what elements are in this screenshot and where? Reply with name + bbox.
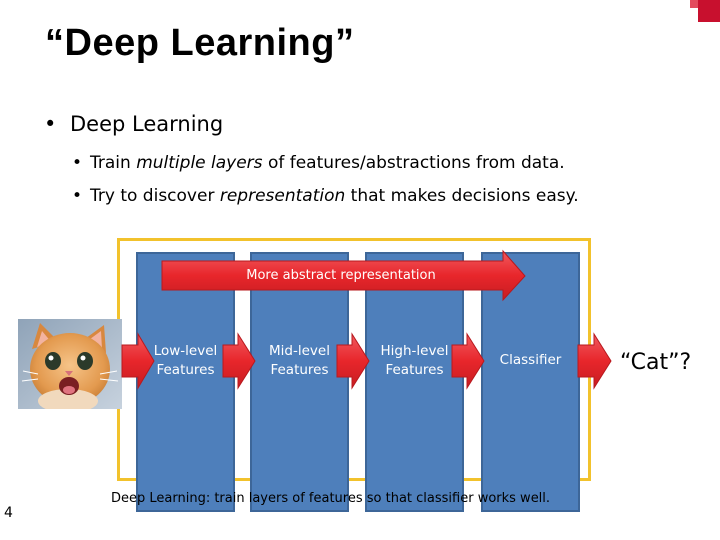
bullet-dot: •: [72, 153, 90, 173]
diagram-caption: Deep Learning: train layers of features …: [111, 491, 550, 506]
bullet-text-emphasis: representation: [220, 186, 345, 206]
stage-label-line: Features: [136, 361, 235, 380]
bullet-level1-text: Deep Learning: [70, 112, 223, 136]
bullet-dot: •: [44, 112, 70, 136]
bullet-text-emphasis: multiple layers: [136, 153, 262, 173]
slide-number: 4: [4, 505, 13, 521]
stage-label-low-level: Low-level Features: [136, 342, 235, 380]
bullet-text-after: that makes decisions easy.: [345, 186, 578, 206]
bullet-level1: •Deep Learning: [44, 112, 223, 136]
stage-label-line: Mid-level: [250, 342, 349, 361]
output-label: “Cat”?: [620, 350, 691, 375]
stage-label-line: Classifier: [481, 351, 580, 370]
corner-decoration: [690, 0, 720, 30]
bullet-level2-1: •Train multiple layers of features/abstr…: [72, 153, 565, 173]
stage-label-line: Features: [250, 361, 349, 380]
bullet-level2-2: •Try to discover representation that mak…: [72, 186, 579, 206]
stage-label-line: Low-level: [136, 342, 235, 361]
kitten-photo: [18, 319, 122, 409]
bullet-text-before: Train: [90, 153, 136, 173]
bullet-text-before: Try to discover: [90, 186, 220, 206]
bullet-dot: •: [72, 186, 90, 206]
stage-label-mid-level: Mid-level Features: [250, 342, 349, 380]
stage-box-classifier: [481, 252, 580, 512]
stage-label-line: Features: [365, 361, 464, 380]
slide-title: “Deep Learning”: [45, 22, 354, 65]
stage-label-line: High-level: [365, 342, 464, 361]
top-arrow-label: More abstract representation: [218, 268, 464, 283]
stage-box-low-level: [136, 252, 235, 512]
stage-box-high-level: [365, 252, 464, 512]
stage-box-mid-level: [250, 252, 349, 512]
stage-label-high-level: High-level Features: [365, 342, 464, 380]
bullet-text-after: of features/abstractions from data.: [263, 153, 565, 173]
stage-label-classifier: Classifier: [481, 351, 580, 370]
